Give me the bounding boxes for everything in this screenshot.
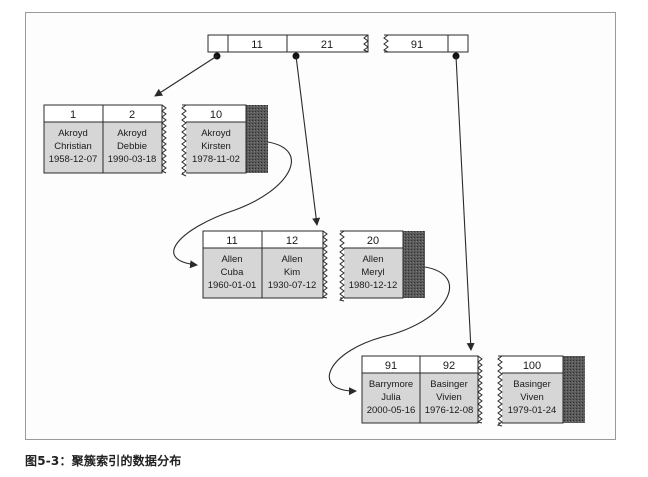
- leaf-3-shadow: [563, 356, 585, 423]
- leaf-3-row-2-dob: 1976-12-08: [425, 405, 474, 416]
- leaf-1-row-1-dob: 1958-12-07: [49, 154, 98, 165]
- leaf-2-row-2-first: Kim: [284, 267, 300, 278]
- leaf-node-3: 91 92 100 Barrymore Julia 2000-05-16 Bas…: [361, 355, 585, 427]
- leaf-2-key-3: 20: [367, 235, 379, 247]
- leaf-1-row-2-last: Akroyd: [117, 128, 147, 139]
- leaf-2-shadow: [403, 231, 425, 298]
- leaf-2-row-1-dob: 1960-01-01: [208, 280, 257, 291]
- leaf-1-shadow: [246, 105, 268, 173]
- leaf-2-key-2: 12: [286, 235, 298, 247]
- leaf-1-row-1-first: Christian: [54, 141, 92, 152]
- leaf-1-row-3-first: Kirsten: [201, 141, 231, 152]
- leaf-3-key-1: 91: [385, 360, 397, 372]
- leaf-2-row-1-last: Allen: [221, 254, 242, 265]
- root-key-2: 21: [321, 39, 333, 51]
- leaf-1-key-2: 2: [129, 109, 135, 121]
- root-pointer-arrow-1: [154, 55, 218, 97]
- figure-caption: 图5-3：聚簇索引的数据分布: [25, 454, 182, 468]
- leaf-3-row-1-first: Julia: [381, 392, 401, 403]
- leaf-link-2-to-3: [328, 266, 451, 396]
- leaf-3-row-3-last: Basinger: [513, 379, 551, 390]
- root-pointer-arrow-3: [455, 55, 475, 351]
- leaf-links: [173, 141, 451, 396]
- leaf-1-row-2-dob: 1990-03-18: [108, 154, 157, 165]
- leaf-1-key-3: 10: [210, 109, 222, 121]
- leaf-2-key-1: 11: [226, 235, 237, 247]
- leaf-2-row-3-dob: 1980-12-12: [349, 280, 398, 291]
- leaf-3-row-3-first: Viven: [520, 392, 544, 403]
- leaf-2-row-2-dob: 1930-07-12: [268, 280, 317, 291]
- leaf-1-row-2-first: Debbie: [117, 141, 147, 152]
- leaf-2-row-2-last: Allen: [281, 254, 302, 265]
- root-pointers: [154, 52, 475, 351]
- leaf-3-row-2-last: Basinger: [430, 379, 468, 390]
- leaf-3-row-1-dob: 2000-05-16: [367, 405, 416, 416]
- leaf-2-row-3-last: Allen: [362, 254, 383, 265]
- leaf-3-key-2: 92: [443, 360, 455, 372]
- leaf-1-row-3-last: Akroyd: [201, 128, 231, 139]
- leaf-3-row-3-dob: 1979-01-24: [508, 405, 557, 416]
- leaf-link-1-to-2: [173, 141, 292, 269]
- leaf-3-key-3: 100: [523, 360, 541, 372]
- leaf-node-1: 1 2 10 Akroyd Christian 1958-12-07 Akroy…: [43, 104, 268, 177]
- leaf-1-row-1-last: Akroyd: [58, 128, 88, 139]
- root-key-1: 11: [251, 39, 262, 51]
- root-node: 11 21 91: [207, 34, 469, 53]
- root-pointer-arrow-2: [295, 55, 321, 226]
- leaf-3-row-1-last: Barrymore: [369, 379, 413, 390]
- root-key-3: 91: [411, 39, 423, 51]
- leaf-3-row-2-first: Vivien: [436, 392, 462, 403]
- leaf-1-row-3-dob: 1978-11-02: [192, 154, 240, 165]
- leaf-2-row-3-first: Meryl: [361, 267, 384, 278]
- leaf-2-row-1-first: Cuba: [221, 267, 244, 278]
- leaf-node-2: 11 12 20 Allen Cuba 1960-01-01 Allen Kim…: [202, 230, 425, 302]
- leaf-1-key-1: 1: [70, 109, 76, 121]
